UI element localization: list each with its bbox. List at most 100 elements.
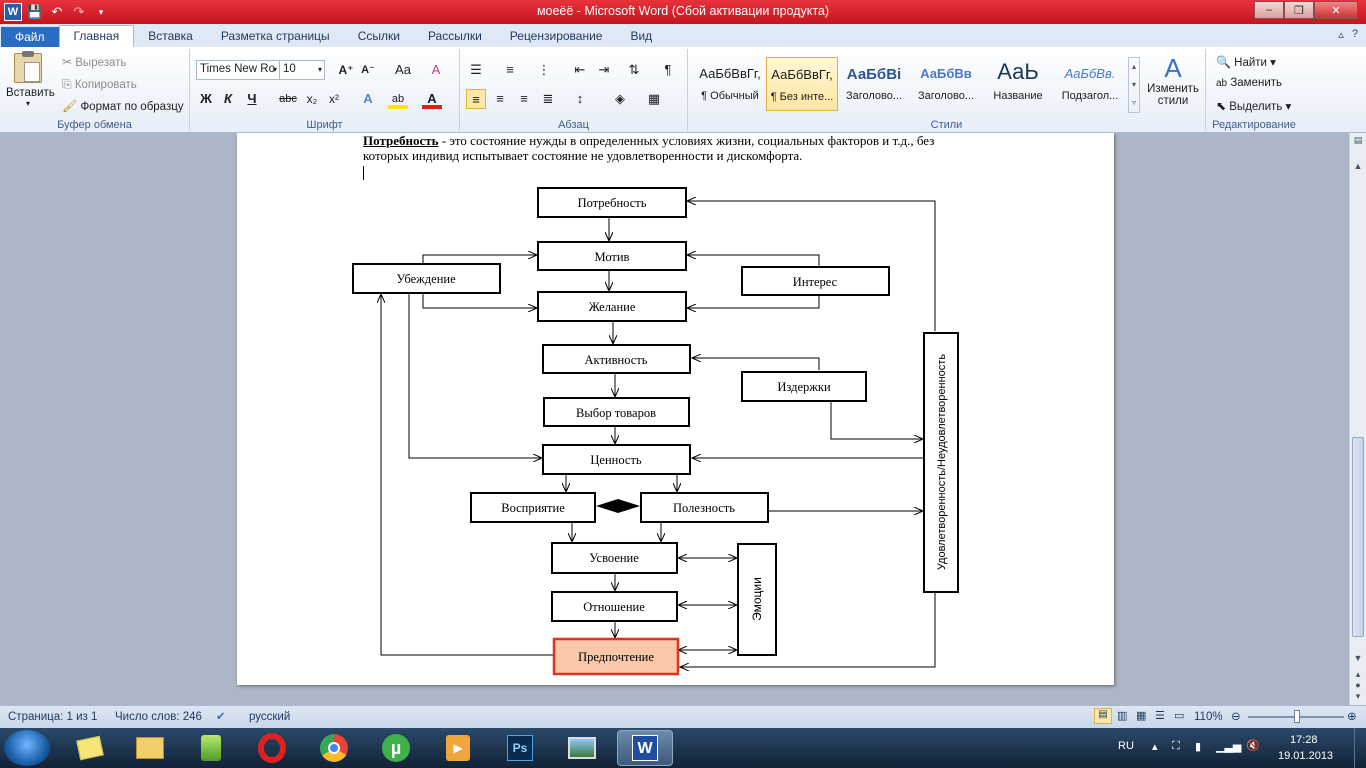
styles-scroll[interactable]: ▴▾▿ <box>1128 57 1140 113</box>
select-button[interactable]: ⬉ Выделить ▾ <box>1216 99 1292 113</box>
zoom-slider[interactable] <box>1248 710 1344 723</box>
strikethrough-button[interactable]: abc <box>279 93 297 105</box>
format-painter-button[interactable]: 🖌 Формат по образцу <box>62 99 184 113</box>
paste-button[interactable]: Вставить ▾ <box>6 51 55 108</box>
sort-icon[interactable]: ⇅ <box>628 62 640 77</box>
taskbar-notes-icon[interactable] <box>62 730 118 766</box>
grow-font-button[interactable]: A⁺ <box>338 63 354 77</box>
style-no-spacing[interactable]: АаБбВвГг, ¶ Без инте... <box>766 57 838 111</box>
full-screen-icon[interactable]: ▥ <box>1117 710 1128 722</box>
vertical-scrollbar[interactable]: ▤ ▲ ▼ ▴ ● ▾ <box>1349 133 1366 705</box>
text-effects-icon[interactable]: A <box>363 91 373 106</box>
web-layout-icon[interactable]: ▦ <box>1136 710 1147 722</box>
outline-icon[interactable]: ☰ <box>1155 710 1165 722</box>
tray-expand-icon[interactable]: ▴ <box>1152 741 1158 753</box>
ruler-toggle-icon[interactable]: ▤ <box>1353 135 1363 145</box>
qat-customize-icon[interactable]: ▾ <box>98 6 104 17</box>
align-left-icon[interactable]: ≡ <box>466 89 486 109</box>
minimize-button[interactable]: – <box>1254 1 1284 19</box>
bold-button[interactable]: Ж <box>200 91 212 106</box>
highlight-icon[interactable]: ab <box>388 89 408 109</box>
underline-button[interactable]: Ч <box>247 91 257 106</box>
draft-icon[interactable]: ▭ <box>1174 710 1185 722</box>
clear-format-button[interactable]: A <box>431 62 441 77</box>
copy-button[interactable]: ⎘ Копировать <box>62 77 137 91</box>
tray-network-icon[interactable]: ▮ <box>1195 741 1202 753</box>
start-button[interactable] <box>4 730 50 766</box>
change-case-button[interactable]: Aa <box>395 62 411 77</box>
taskbar-photo-viewer-icon[interactable] <box>554 730 610 766</box>
tab-file[interactable]: Файл <box>1 27 59 47</box>
tab-insert[interactable]: Вставка <box>148 29 193 43</box>
word-count[interactable]: Число слов: 246 <box>115 711 202 723</box>
tray-app-icon[interactable]: ⛶ <box>1172 740 1180 752</box>
print-layout-icon[interactable]: ▤ <box>1094 708 1112 724</box>
align-right-icon[interactable]: ≡ <box>520 91 528 106</box>
justify-icon[interactable]: ≣ <box>542 91 554 106</box>
font-name-combo[interactable]: Times New Ro▾ <box>196 60 280 80</box>
taskbar-photoshop-icon[interactable]: Ps <box>492 730 548 766</box>
multilevel-list-icon[interactable]: ⋮ <box>537 62 551 77</box>
zoom-slider-thumb[interactable] <box>1294 710 1300 723</box>
borders-icon[interactable]: ▦ <box>647 91 661 106</box>
line-spacing-icon[interactable]: ↕ <box>576 91 584 106</box>
keyboard-language[interactable]: RU <box>1118 740 1134 752</box>
taskbar-word-icon[interactable]: W <box>617 730 673 766</box>
cut-button[interactable]: ✂ Вырезать <box>62 55 127 69</box>
save-icon[interactable]: 💾 <box>26 4 44 19</box>
find-button[interactable]: 🔍 Найти ▾ <box>1216 55 1276 69</box>
prev-page-icon[interactable]: ▴ <box>1355 669 1361 679</box>
increase-indent-icon[interactable]: ⇥ <box>598 62 610 77</box>
superscript-button[interactable]: x² <box>329 92 339 106</box>
zoom-level[interactable]: 110% <box>1194 711 1223 723</box>
taskbar-utorrent-icon[interactable]: µ <box>368 730 424 766</box>
word-logo-icon[interactable]: W <box>4 3 22 21</box>
style-heading2[interactable]: АаБбВв Заголово... <box>917 66 975 102</box>
show-desktop-button[interactable] <box>1354 728 1366 768</box>
font-size-combo[interactable]: 10▾ <box>279 60 325 80</box>
replace-button[interactable]: ab Заменить <box>1216 77 1283 89</box>
style-heading1[interactable]: АаБбВі Заголово... <box>845 66 903 102</box>
close-button[interactable]: ✕ <box>1314 1 1358 19</box>
tray-volume-icon[interactable]: 🔇 <box>1246 740 1260 752</box>
show-marks-button[interactable]: ¶ <box>664 62 672 77</box>
style-subtitle[interactable]: АаБбВв. Подзагол... <box>1061 66 1119 102</box>
taskbar-chrome-icon[interactable] <box>306 730 362 766</box>
clock-time[interactable]: 17:28 <box>1290 734 1318 746</box>
taskbar-gadget-icon[interactable] <box>183 730 239 766</box>
font-color-icon[interactable]: A <box>422 89 442 109</box>
browse-object-icon[interactable]: ● <box>1355 680 1361 690</box>
language-indicator[interactable]: русский <box>249 711 291 723</box>
document-page[interactable]: Потребность - это состояние нужды в опре… <box>237 133 1114 685</box>
taskbar-opera-icon[interactable] <box>244 730 300 766</box>
redo-icon[interactable]: ↷ <box>73 4 85 19</box>
scroll-thumb[interactable] <box>1352 437 1364 637</box>
zoom-out-icon[interactable]: ⊖ <box>1231 711 1241 723</box>
next-page-icon[interactable]: ▾ <box>1355 691 1361 701</box>
minimize-ribbon-icon[interactable]: ▵ <box>1338 29 1344 41</box>
maximize-button[interactable]: ❐ <box>1284 1 1314 19</box>
zoom-in-icon[interactable]: ⊕ <box>1347 711 1357 723</box>
bullets-icon[interactable]: ☰ <box>470 62 482 77</box>
tab-mailings[interactable]: Рассылки <box>427 29 482 43</box>
style-normal[interactable]: АаБбВвГг, ¶ Обычный <box>699 66 761 102</box>
help-icon[interactable]: ? <box>1351 28 1358 40</box>
taskbar-media-player-icon[interactable]: ▶ <box>430 730 486 766</box>
clock-date[interactable]: 19.01.2013 <box>1278 750 1334 762</box>
italic-button[interactable]: К <box>224 91 232 106</box>
undo-icon[interactable]: ↶ <box>51 4 63 19</box>
align-center-icon[interactable]: ≡ <box>496 91 504 106</box>
change-styles-button[interactable]: A Изменить стили <box>1144 53 1202 107</box>
tab-review[interactable]: Рецензирование <box>509 29 603 43</box>
scroll-up-icon[interactable]: ▲ <box>1353 161 1363 171</box>
decrease-indent-icon[interactable]: ⇤ <box>574 62 586 77</box>
spelling-icon[interactable]: ✔ <box>216 711 226 723</box>
tab-page-layout[interactable]: Разметка страницы <box>220 29 330 43</box>
taskbar-explorer-icon[interactable] <box>122 730 178 766</box>
tab-home[interactable]: Главная <box>58 25 135 47</box>
style-title[interactable]: АаЬ Название <box>993 59 1043 102</box>
shading-icon[interactable]: ◈ <box>615 91 625 106</box>
subscript-button[interactable]: x₂ <box>306 92 318 106</box>
tray-signal-icon[interactable]: ▁▃▅ <box>1216 741 1242 753</box>
tab-references[interactable]: Ссылки <box>357 29 400 43</box>
